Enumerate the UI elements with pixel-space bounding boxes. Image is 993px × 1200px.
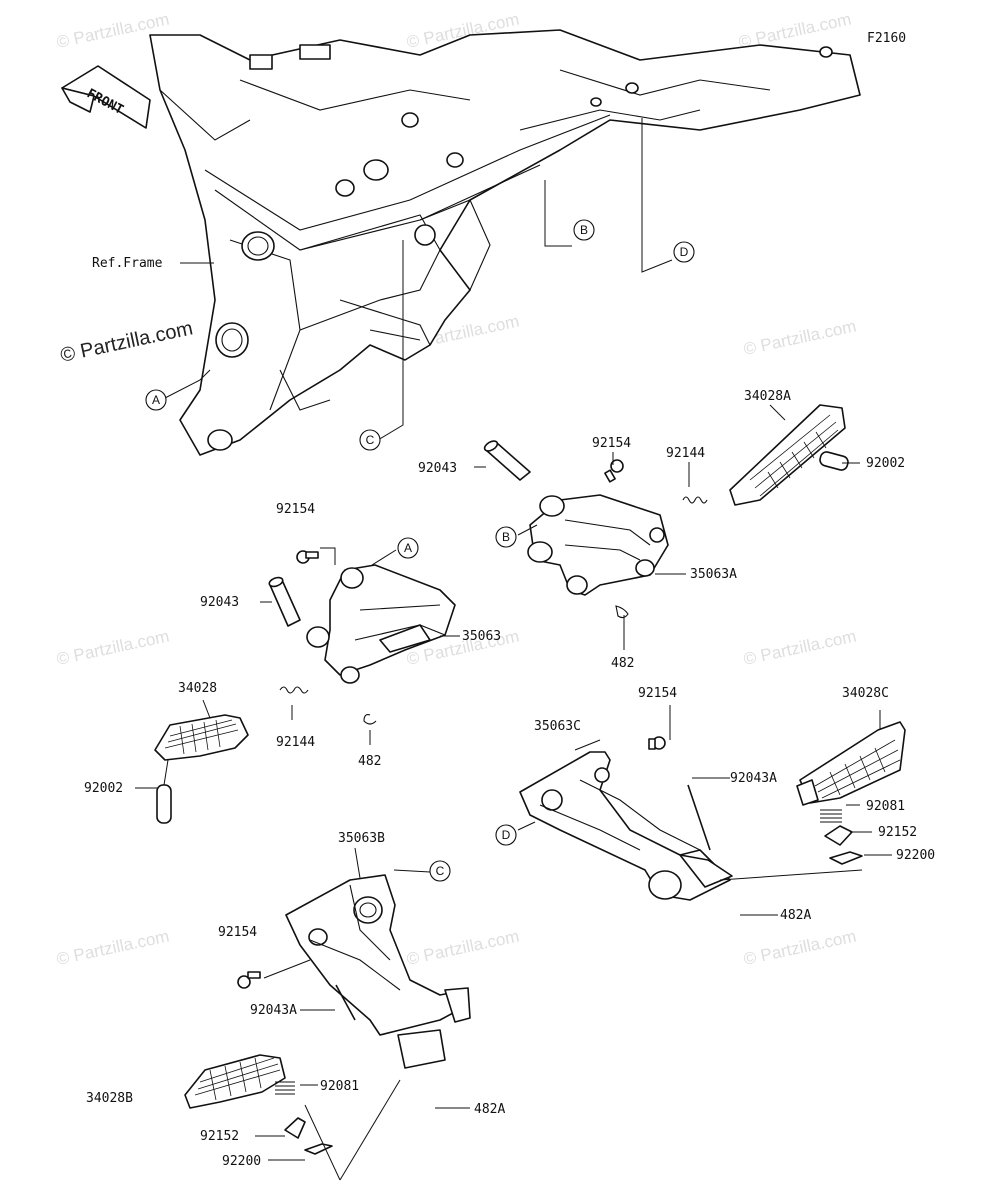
ref-frame-label: Ref.Frame xyxy=(92,256,163,271)
callout-b: B xyxy=(495,526,517,548)
part-92043: 92043 xyxy=(200,595,239,610)
figure-code: F2160 xyxy=(867,31,906,46)
part-35063B: 35063B xyxy=(338,831,385,846)
part-35063: 35063 xyxy=(462,629,501,644)
callout-c-frame: C xyxy=(359,429,381,451)
svg-text:C: C xyxy=(436,864,445,878)
svg-text:A: A xyxy=(404,541,412,555)
front-arrow-icon: FRONT xyxy=(61,65,151,129)
watermark: © Partzilla.com xyxy=(55,927,171,969)
svg-text:D: D xyxy=(502,828,511,842)
left-rear-footrest xyxy=(184,847,471,1181)
part-35063C: 35063C xyxy=(534,719,581,734)
part-34028A: 34028A xyxy=(744,389,791,404)
right-rear-footrest xyxy=(517,705,906,916)
part-92144: 92144 xyxy=(276,735,315,750)
callout-d: D xyxy=(495,824,517,846)
part-482: 482 xyxy=(611,656,634,671)
part-92200: 92200 xyxy=(222,1154,261,1169)
part-92154: 92154 xyxy=(276,502,315,517)
copyright-notice: © Partzilla.com xyxy=(58,317,194,367)
svg-text:B: B xyxy=(580,223,588,237)
svg-text:C: C xyxy=(366,433,375,447)
part-35063A: 35063A xyxy=(690,567,737,582)
part-34028: 34028 xyxy=(178,681,217,696)
callout-a-frame: A xyxy=(145,389,167,411)
svg-text:A: A xyxy=(152,393,160,407)
part-92144: 92144 xyxy=(666,446,705,461)
left-front-footrest xyxy=(135,547,460,824)
part-92154: 92154 xyxy=(592,436,631,451)
part-92081: 92081 xyxy=(320,1079,359,1094)
frame-assembly xyxy=(149,29,861,456)
part-482A: 482A xyxy=(474,1102,505,1117)
callout-b-frame: B xyxy=(573,219,595,241)
watermark: © Partzilla.com xyxy=(405,927,521,969)
part-92152: 92152 xyxy=(878,825,917,840)
part-92154: 92154 xyxy=(218,925,257,940)
watermark: © Partzilla.com xyxy=(742,627,858,669)
part-34028B: 34028B xyxy=(86,1091,133,1106)
part-92154: 92154 xyxy=(638,686,677,701)
part-92002: 92002 xyxy=(866,456,905,471)
part-92043A: 92043A xyxy=(250,1003,297,1018)
callout-c: C xyxy=(429,860,451,882)
part-92200: 92200 xyxy=(896,848,935,863)
part-92152: 92152 xyxy=(200,1129,239,1144)
part-92043: 92043 xyxy=(418,461,457,476)
callout-a: A xyxy=(397,537,419,559)
callout-d-frame: D xyxy=(673,241,695,263)
watermark: © Partzilla.com xyxy=(742,927,858,969)
part-482: 482 xyxy=(358,754,381,769)
part-92081: 92081 xyxy=(866,799,905,814)
part-92002: 92002 xyxy=(84,781,123,796)
svg-text:B: B xyxy=(502,530,510,544)
watermark: © Partzilla.com xyxy=(742,317,858,359)
part-34028C: 34028C xyxy=(842,686,889,701)
svg-text:D: D xyxy=(680,245,689,259)
right-front-footrest xyxy=(474,404,860,650)
watermark: © Partzilla.com xyxy=(55,627,171,669)
part-482A: 482A xyxy=(780,908,811,923)
part-92043A: 92043A xyxy=(730,771,777,786)
